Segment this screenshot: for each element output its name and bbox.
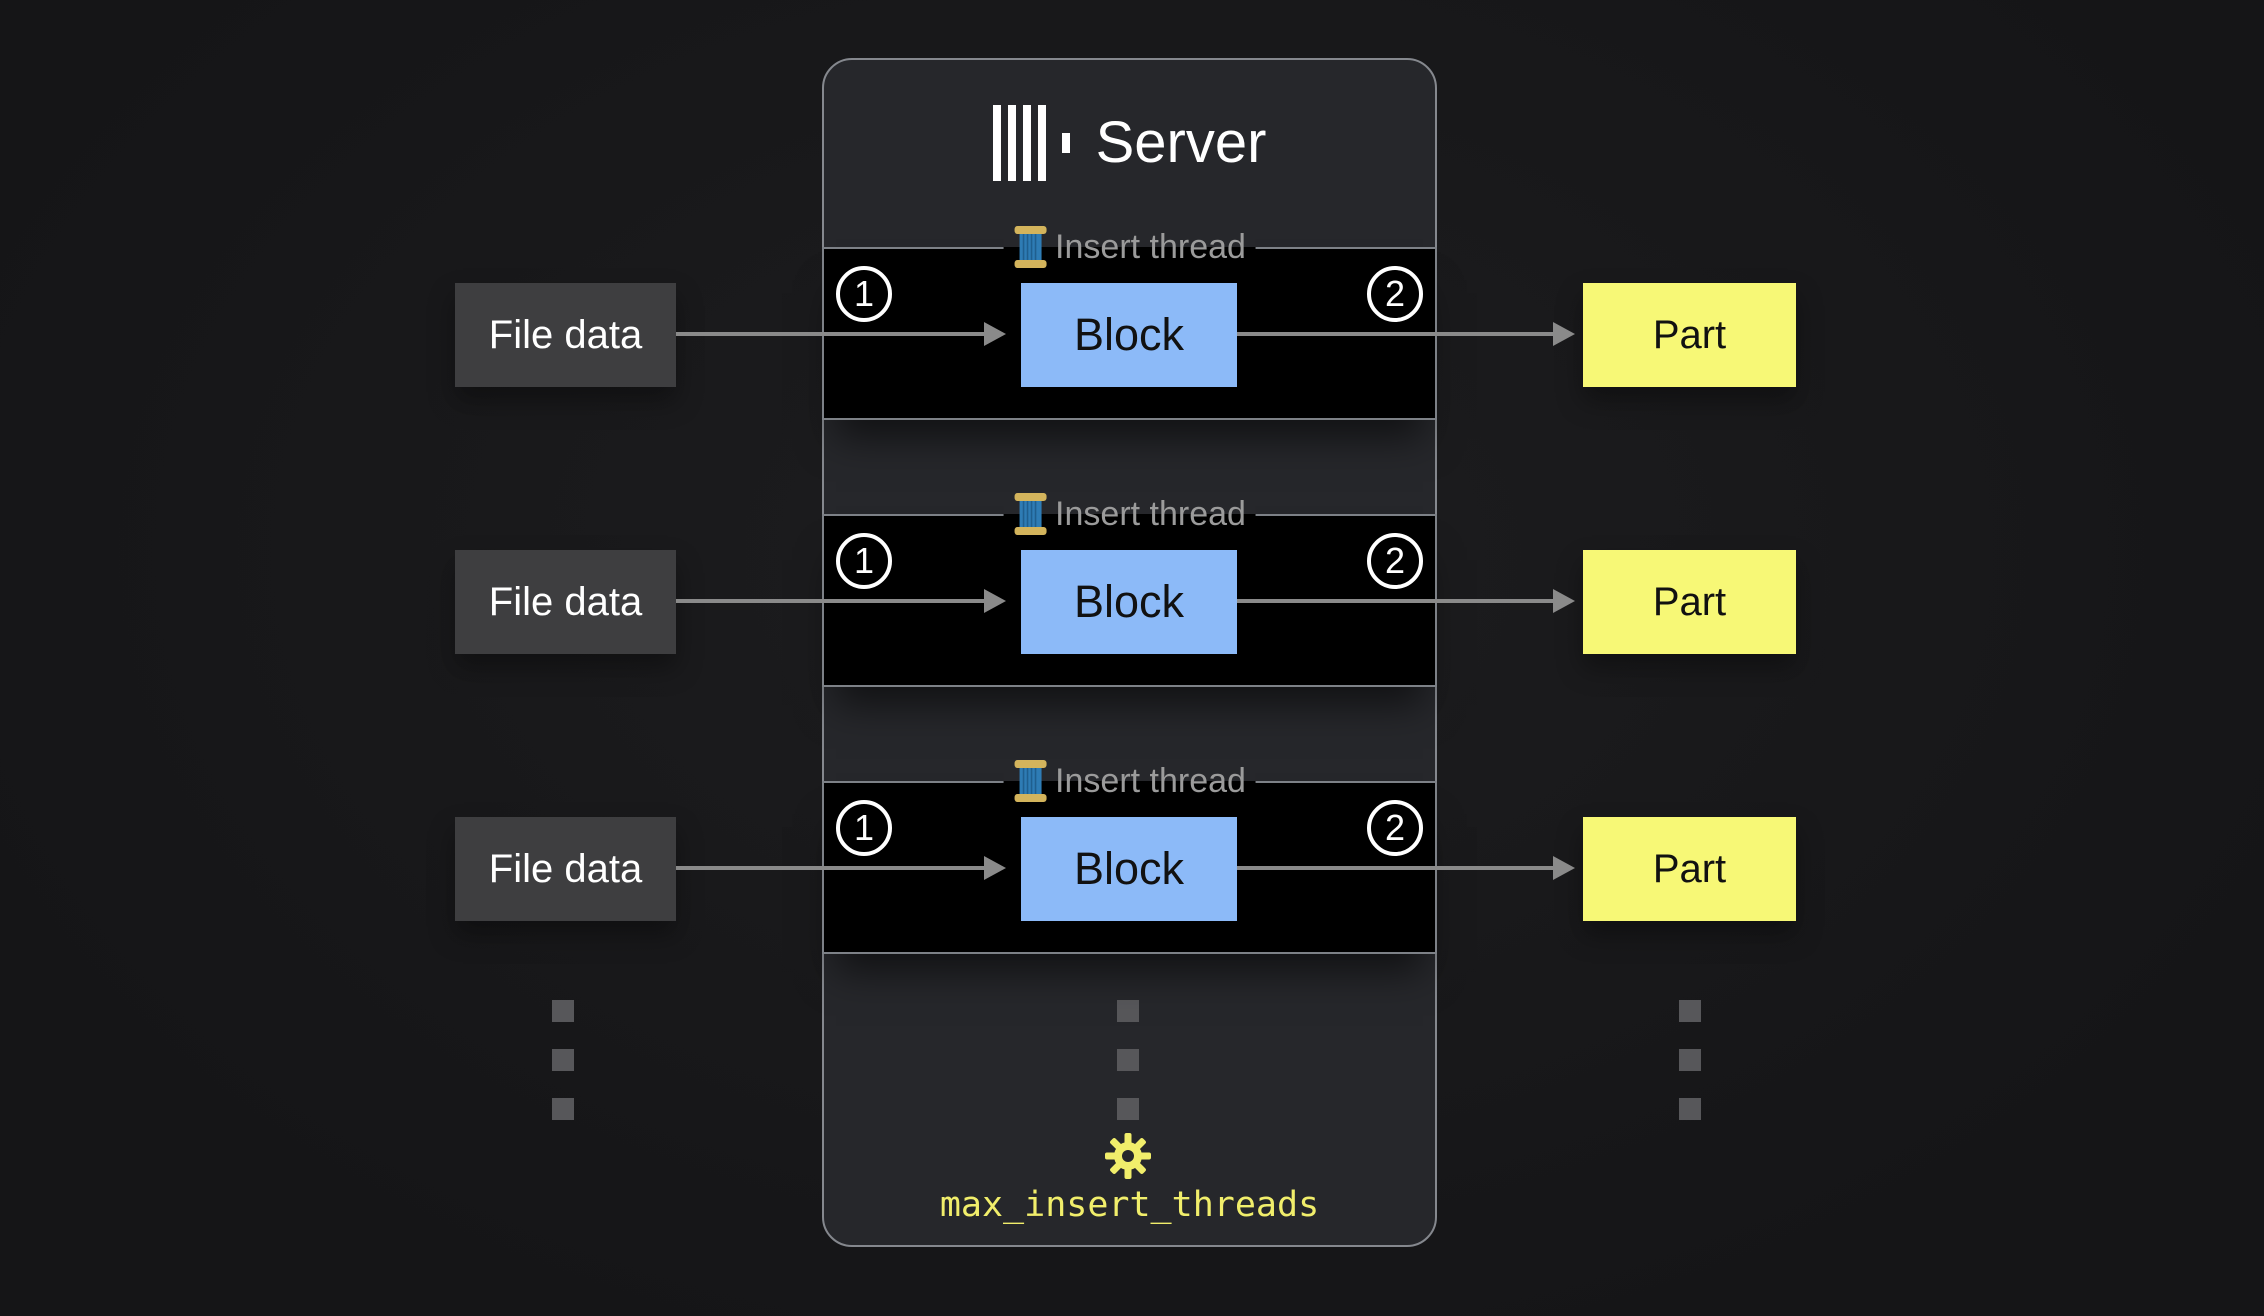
- ellipsis-output-column: [1679, 1000, 1701, 1120]
- thread-spool-icon: [1014, 226, 1047, 268]
- arrow-right-icon: [676, 332, 984, 336]
- thread-spool-icon: [1014, 493, 1047, 535]
- ellipsis-input-column: [552, 1000, 574, 1120]
- thread-spool-icon: [1014, 760, 1047, 802]
- step-2-badge: 2: [1367, 533, 1423, 589]
- arrow-right-icon: [1237, 332, 1553, 336]
- insert-thread-label: Insert thread: [1055, 494, 1246, 533]
- pipeline-row-3: File data Insert thread 1 Block 2 Part: [0, 759, 2264, 954]
- setting-label: max_insert_threads: [939, 1185, 1320, 1225]
- server-header: Server: [822, 103, 1437, 183]
- step-1-badge: 1: [836, 533, 892, 589]
- arrow-right-icon: [676, 866, 984, 870]
- ellipsis-server-column: [1117, 1000, 1139, 1120]
- insert-thread-legend: Insert thread: [1003, 225, 1256, 269]
- insert-thread-legend: Insert thread: [1003, 759, 1256, 803]
- ellipsis-dot: [1117, 1000, 1139, 1022]
- ellipsis-dot: [1117, 1049, 1139, 1071]
- step-2-badge: 2: [1367, 266, 1423, 322]
- block-box: Block: [1021, 817, 1237, 921]
- ellipsis-dot: [552, 1098, 574, 1120]
- ellipsis-dot: [1679, 1098, 1701, 1120]
- ellipsis-dot: [552, 1049, 574, 1071]
- block-box: Block: [1021, 283, 1237, 387]
- insert-thread-label: Insert thread: [1055, 227, 1246, 266]
- arrow-right-icon: [676, 599, 984, 603]
- part-box: Part: [1583, 550, 1796, 654]
- file-data-box: File data: [455, 550, 676, 654]
- file-data-box: File data: [455, 283, 676, 387]
- insert-thread-label: Insert thread: [1055, 761, 1246, 800]
- step-1-badge: 1: [836, 800, 892, 856]
- pipeline-row-1: File data Insert thread 1 Block 2 Part: [0, 225, 2264, 420]
- step-2-badge: 2: [1367, 800, 1423, 856]
- ellipsis-dot: [1679, 1000, 1701, 1022]
- file-data-box: File data: [455, 817, 676, 921]
- part-box: Part: [1583, 817, 1796, 921]
- ellipsis-dot: [1679, 1049, 1701, 1071]
- ellipsis-dot: [552, 1000, 574, 1022]
- pipeline-row-2: File data Insert thread 1 Block 2 Part: [0, 492, 2264, 687]
- gear-icon: [1105, 1133, 1151, 1179]
- arrow-right-icon: [1237, 599, 1553, 603]
- arrow-right-icon: [1237, 866, 1553, 870]
- clickhouse-logo-icon: [992, 105, 1070, 181]
- ellipsis-dot: [1117, 1098, 1139, 1120]
- insert-thread-legend: Insert thread: [1003, 492, 1256, 536]
- server-title: Server: [1095, 110, 1267, 175]
- part-box: Part: [1583, 283, 1796, 387]
- step-1-badge: 1: [836, 266, 892, 322]
- block-box: Block: [1021, 550, 1237, 654]
